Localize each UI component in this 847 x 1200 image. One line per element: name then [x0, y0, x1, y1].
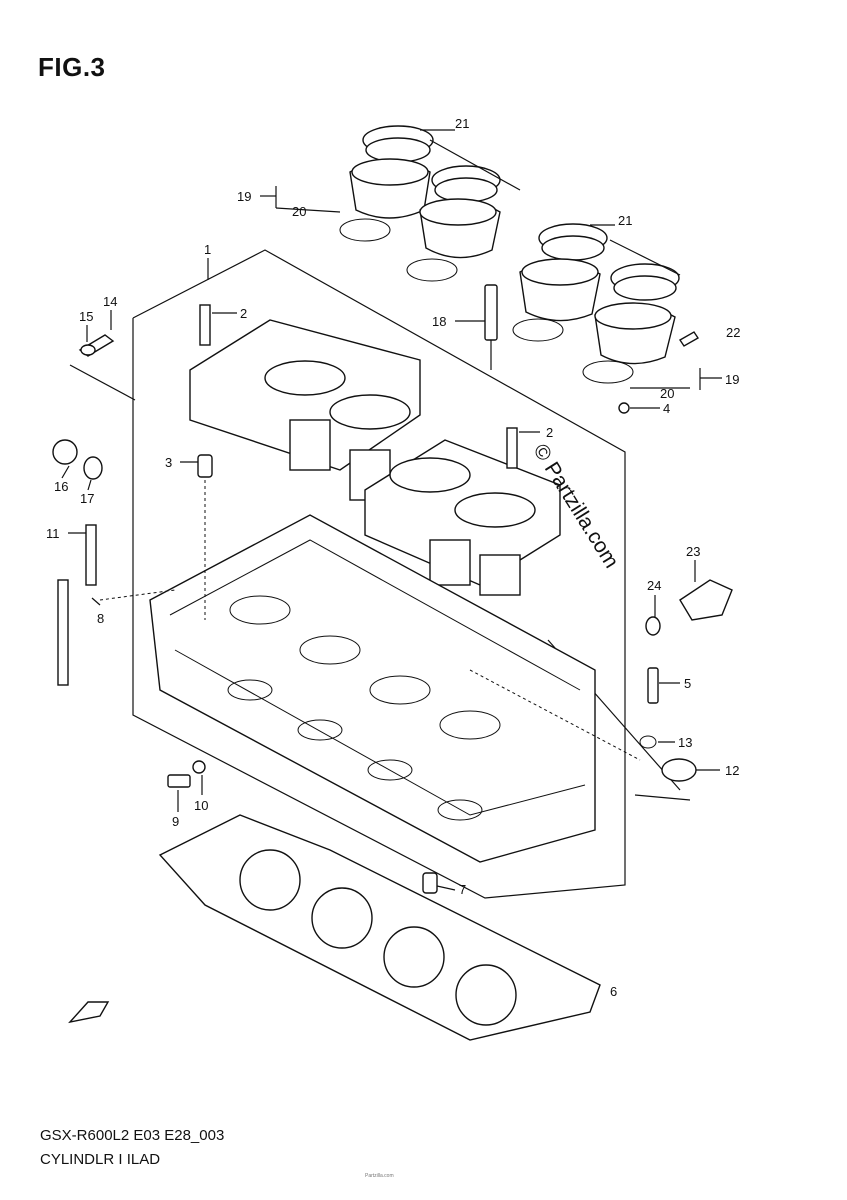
callout-15: 15 [79, 309, 93, 324]
spark-plug [484, 284, 498, 370]
callout-19b: 19 [725, 372, 739, 387]
callout-20a: 20 [292, 204, 306, 219]
callout-12: 12 [725, 763, 739, 778]
callout-11: 11 [46, 526, 60, 541]
callout-21a: 21 [455, 116, 469, 131]
callout-2a: 2 [240, 306, 247, 321]
callout-18: 18 [432, 314, 446, 329]
intake-manifold-right [364, 439, 561, 596]
intake-pipes-right [512, 223, 681, 384]
callout-2b: 2 [546, 425, 553, 440]
fwd-arrow-icon [68, 1001, 110, 1024]
callout-10: 10 [194, 798, 208, 813]
small-parts [52, 304, 733, 894]
callout-14: 14 [103, 294, 117, 309]
section-name: CYLINDLR I ILAD [40, 1151, 161, 1168]
callout-5: 5 [684, 676, 691, 691]
figure-title: FIG.3 [38, 52, 106, 82]
callout-3: 3 [165, 455, 172, 470]
callout-6: 6 [610, 984, 617, 999]
callout-24: 24 [647, 578, 661, 593]
callout-9: 9 [172, 814, 179, 829]
callout-23: 23 [686, 544, 700, 559]
fine-print: Partzilla.com [365, 1173, 394, 1179]
head-gasket [158, 814, 601, 1041]
callout-19a: 19 [237, 189, 251, 204]
callout-13: 13 [678, 735, 692, 750]
callout-16: 16 [54, 479, 68, 494]
callout-labels: 21 19 20 21 1 14 15 2 22 18 20 19 4 2 3 … [46, 116, 740, 999]
intake-pipes-upper-left [339, 125, 521, 282]
callout-7: 7 [459, 882, 466, 897]
callout-4: 4 [663, 401, 670, 416]
callout-1: 1 [204, 242, 211, 257]
callout-17: 17 [80, 491, 94, 506]
cylinder-head [149, 514, 596, 863]
callout-21b: 21 [618, 213, 632, 228]
leader-lines [61, 129, 722, 891]
callout-8: 8 [97, 611, 104, 626]
callout-22: 22 [726, 325, 740, 340]
intake-manifold-left [189, 319, 421, 501]
model-code: GSX-R600L2 E03 E28_003 [40, 1127, 225, 1144]
callout-20b: 20 [660, 386, 674, 401]
